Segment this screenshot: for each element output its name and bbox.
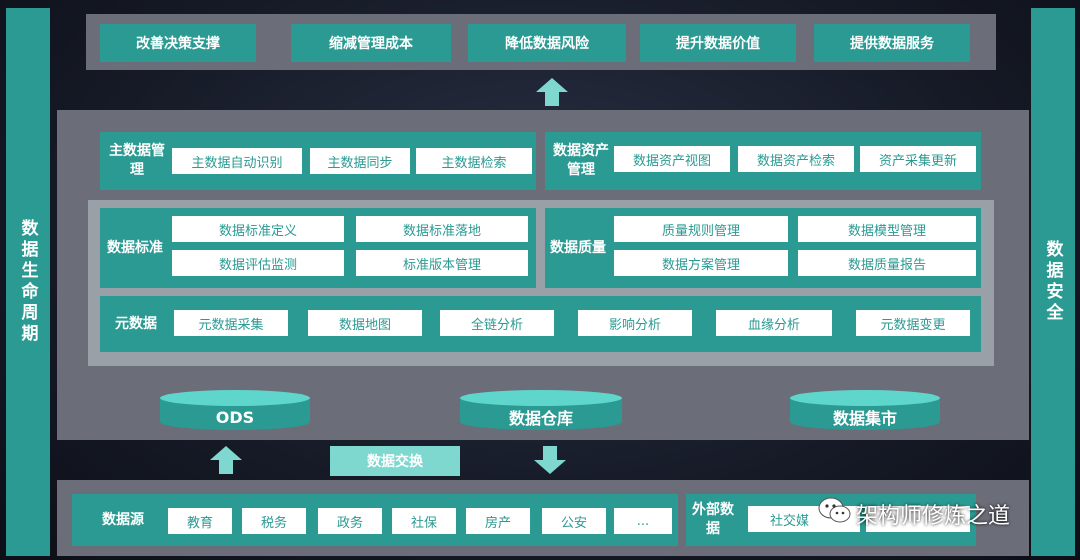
data-source-item: 政务	[318, 508, 382, 534]
quality-item: 数据方案管理	[614, 250, 788, 276]
data-security-panel: 数据安全	[1031, 8, 1075, 556]
up-arrow-icon	[536, 78, 568, 106]
asset-mgmt-label: 数据资产管理	[553, 143, 609, 178]
master-data-item: 主数据检索	[416, 148, 532, 174]
master-data-item: 主数据同步	[310, 148, 410, 174]
data-mart-cylinder: 数据集市	[790, 390, 940, 430]
quality-item: 质量规则管理	[614, 216, 788, 242]
goal-box: 改善决策支撑	[100, 24, 256, 62]
standards-item: 数据标准落地	[356, 216, 528, 242]
data-lifecycle-panel: 数据生命周期	[6, 8, 50, 556]
up-arrow-icon	[210, 446, 242, 474]
metadata-item: 元数据采集	[174, 310, 288, 336]
metadata-label: 元数据	[115, 315, 157, 332]
watermark-text: 架构师修炼之道	[856, 504, 1011, 529]
goal-box: 缩减管理成本	[291, 24, 451, 62]
asset-mgmt-item: 数据资产视图	[614, 146, 730, 172]
standards-label: 数据标准	[107, 239, 163, 256]
asset-mgmt-item: 数据资产检索	[738, 146, 854, 172]
metadata-item: 数据地图	[308, 310, 422, 336]
external-data-item-blank	[866, 506, 970, 532]
data-source-item: 社保	[392, 508, 456, 534]
data-source-item: 房产	[466, 508, 530, 534]
standards-item: 数据标准定义	[172, 216, 344, 242]
data-source-item: 税务	[242, 508, 306, 534]
data-source-item: 公安	[542, 508, 606, 534]
master-data-label: 主数据管理	[109, 143, 165, 178]
data-source-item: ...	[614, 508, 672, 534]
data-source-item: 教育	[168, 508, 232, 534]
standards-item: 标准版本管理	[356, 250, 528, 276]
metadata-item: 影响分析	[578, 310, 692, 336]
metadata-item: 血缘分析	[716, 310, 832, 336]
metadata-item: 全链分析	[440, 310, 554, 336]
data-exchange-box: 数据交换	[330, 446, 460, 476]
quality-label: 数据质量	[550, 239, 606, 256]
goal-box: 降低数据风险	[468, 24, 626, 62]
ods-cylinder: ODS	[160, 390, 310, 430]
wechat-icon	[818, 497, 851, 523]
quality-item: 数据质量报告	[798, 250, 976, 276]
external-data-label: 外部数据	[692, 502, 734, 537]
asset-mgmt-item: 资产采集更新	[860, 146, 976, 172]
standards-item: 数据评估监测	[172, 250, 344, 276]
metadata-item: 元数据变更	[856, 310, 970, 336]
data-sources-label: 数据源	[102, 511, 144, 528]
master-data-item: 主数据自动识别	[172, 148, 302, 174]
data-warehouse-cylinder: 数据仓库	[460, 390, 622, 430]
down-arrow-icon	[534, 446, 566, 474]
goal-box: 提供数据服务	[814, 24, 970, 62]
goal-box: 提升数据价值	[640, 24, 796, 62]
quality-item: 数据模型管理	[798, 216, 976, 242]
